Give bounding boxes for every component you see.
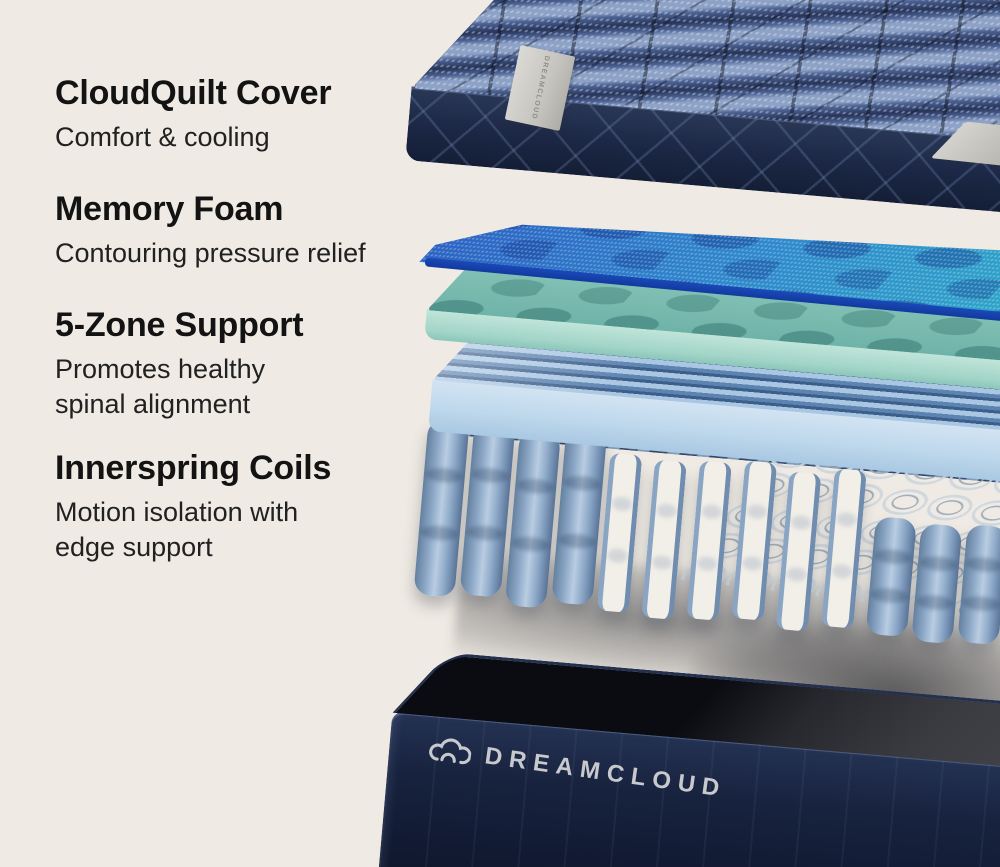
- pocket-coil-cutaway: [821, 468, 867, 629]
- pocket-coil-cutaway: [775, 471, 822, 632]
- label-subtitle: Comfort & cooling: [55, 122, 270, 153]
- label-title: Innerspring Coils: [55, 449, 332, 487]
- label-innerspring-coils: Innerspring Coils Motion isolation with …: [55, 449, 360, 564]
- label-memory-foam: Memory Foam Contouring pressure relief: [55, 190, 445, 271]
- logo-wordmark: DREAMCLOUD: [483, 742, 728, 803]
- label-subtitle: Motion isolation with edge support: [55, 497, 299, 562]
- label-subtitle: Contouring pressure relief: [55, 238, 366, 269]
- pocket-coil: [957, 524, 1000, 646]
- label-title: Memory Foam: [55, 190, 284, 228]
- label-subtitle: Promotes healthy spinal alignment: [55, 354, 266, 419]
- pocket-coil: [911, 523, 963, 645]
- label-title: CloudQuilt Cover: [55, 74, 332, 112]
- base-front-face: DREAMCLOUD: [376, 710, 1000, 867]
- pocket-coil-cutaway: [641, 459, 687, 620]
- cloud-icon: [429, 738, 472, 765]
- innerspring-coils-layer: [412, 361, 1000, 666]
- label-cloudquilt-cover: CloudQuilt Cover Comfort & cooling: [55, 74, 425, 155]
- label-5-zone-support: 5-Zone Support Promotes healthy spinal a…: [55, 306, 320, 421]
- tag-text: DREAMCLOUD: [529, 55, 551, 121]
- pocket-coil-cutaway: [731, 460, 778, 621]
- pocket-coil-cutaway: [686, 460, 733, 621]
- cloudquilt-cover-layer: [405, 0, 1000, 219]
- pocket-coil: [865, 516, 917, 638]
- pocket-coil-cutaway: [596, 452, 643, 613]
- dreamcloud-logo: DREAMCLOUD: [425, 731, 728, 807]
- base-foundation-layer: DREAMCLOUD: [376, 648, 1000, 867]
- label-title: 5-Zone Support: [55, 306, 304, 344]
